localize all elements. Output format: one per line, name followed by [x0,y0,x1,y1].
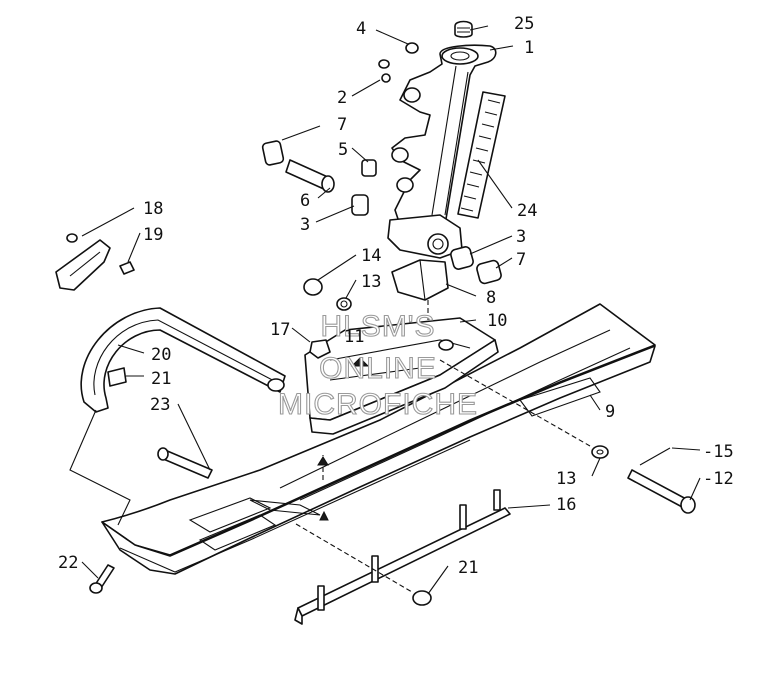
callout-13-lower: 13 [556,469,576,489]
spindle-boot [457,91,506,219]
callout-5: 5 [338,140,348,160]
watermark-line-3: MICROFICHE [278,388,478,421]
fasteners-center [303,278,609,459]
callout-9: 9 [605,402,615,422]
callout-15: -15 [703,442,734,462]
ski-body [101,303,656,575]
callout-24: 24 [517,201,537,221]
callout-23: 23 [150,395,170,415]
callout-12: -12 [703,469,734,489]
watermark-line-1: HLSM'S [320,310,435,343]
stop-block [391,259,449,301]
callout-2: 2 [337,88,347,108]
callout-21-upper: 21 [151,369,171,389]
callout-16: 16 [556,495,576,515]
ski-loop [80,307,286,413]
callout-3-upper: 3 [300,215,310,235]
callout-10: 10 [487,311,507,331]
callout-1: 1 [524,38,534,58]
callout-14: 14 [361,246,381,266]
callout-6: 6 [300,191,310,211]
spindle-bracket [304,317,499,435]
callout-13-upper: 13 [361,272,381,292]
callout-21-lower: 21 [458,558,478,578]
leader-lines [69,25,701,595]
spindle [387,44,497,259]
callout-7-upper: 7 [337,115,347,135]
callout-19: 19 [143,225,163,245]
bushings [261,140,502,285]
watermark-line-2: ONLINE [319,352,437,385]
wear-bar [294,489,511,625]
callout-20: 20 [151,345,171,365]
bolts [89,447,696,594]
callout-8: 8 [486,288,496,308]
callout-7-lower: 7 [516,250,526,270]
callout-17: 17 [270,320,290,340]
mount-bracket [55,233,135,291]
callout-22: 22 [58,553,78,573]
callout-25: 25 [514,14,534,34]
callout-3-lower: 3 [516,227,526,247]
callout-18: 18 [143,199,163,219]
callouts: 25 1 4 2 7 5 6 3 24 18 19 14 3 7 13 8 17… [58,14,734,578]
callout-4: 4 [356,19,366,39]
callout-11: 11 [344,327,364,347]
top-hardware [378,20,473,83]
watermark: HLSM'S ONLINE MICROFICHE [277,309,478,421]
